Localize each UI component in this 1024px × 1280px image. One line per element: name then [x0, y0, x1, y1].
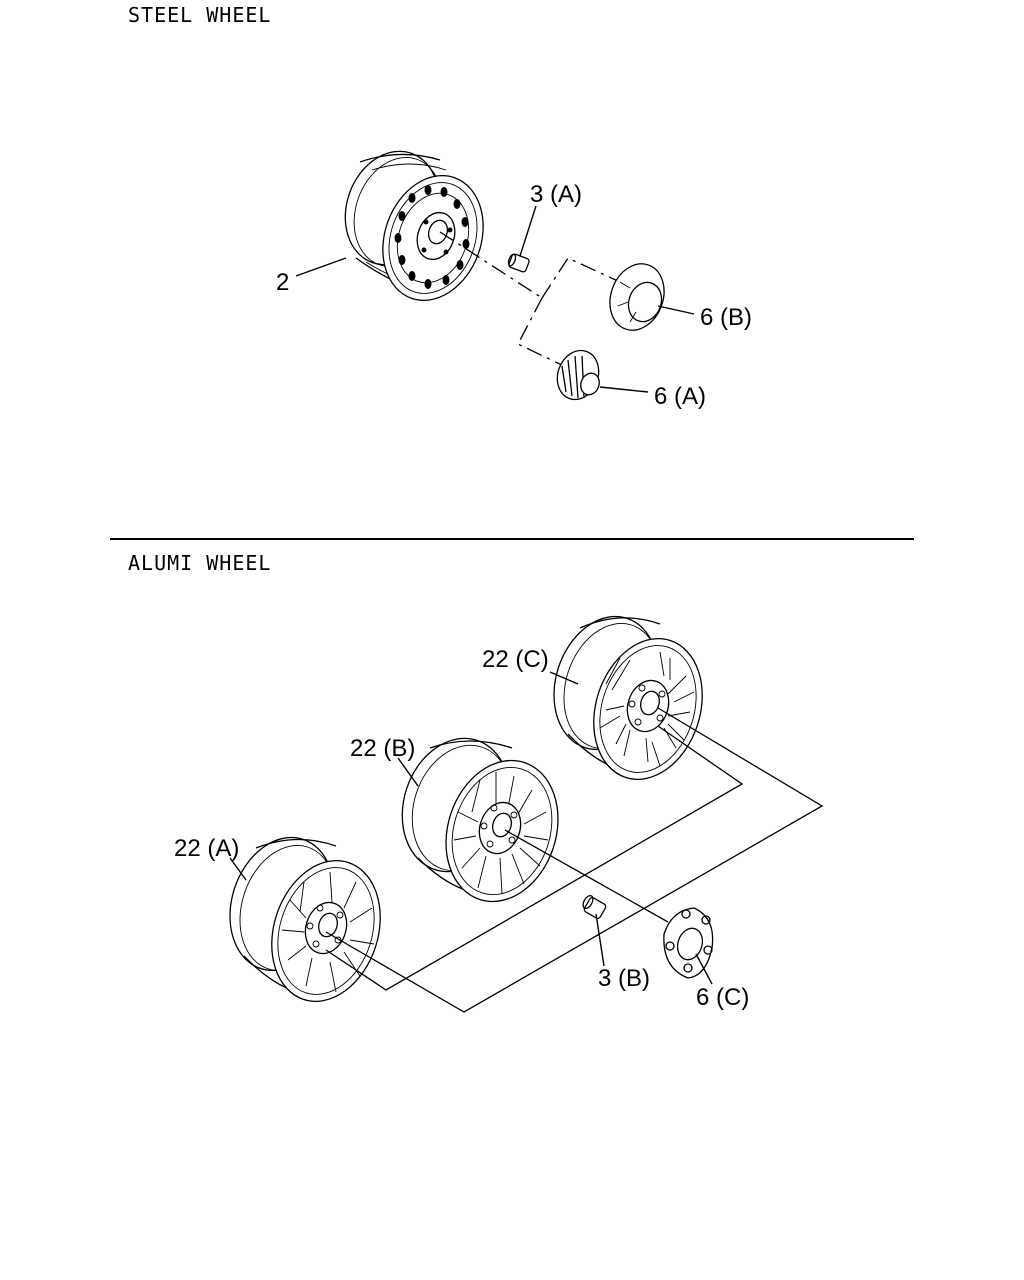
wheel-nut-b [582, 894, 607, 919]
callout-nut-a: 3 (A) [530, 181, 582, 208]
callout-nut-b: 3 (B) [598, 965, 650, 992]
alumi-wheel-c [553, 615, 703, 780]
callout-cap-c: 6 (C) [696, 984, 749, 1011]
section-title-alumi-wheel: ALUMI WHEEL [128, 551, 271, 575]
wheel-nut-a [507, 253, 530, 273]
wheel-cap-c [663, 907, 714, 979]
callout-cap-b: 6 (B) [700, 304, 752, 331]
alumi-wheel-a [229, 836, 381, 1002]
wheel-cap-a [556, 349, 600, 401]
alumi-wheel-b [401, 737, 559, 903]
callout-steel-wheel: 2 [276, 269, 289, 296]
wheel-cap-b [609, 263, 665, 331]
callout-wheel-b: 22 (B) [350, 735, 415, 762]
steel-wheel [344, 150, 484, 301]
callout-cap-a: 6 (A) [654, 383, 706, 410]
section-title-steel-wheel: STEEL WHEEL [128, 3, 271, 27]
callout-wheel-a: 22 (A) [174, 835, 239, 862]
callout-wheel-c: 22 (C) [482, 646, 549, 673]
